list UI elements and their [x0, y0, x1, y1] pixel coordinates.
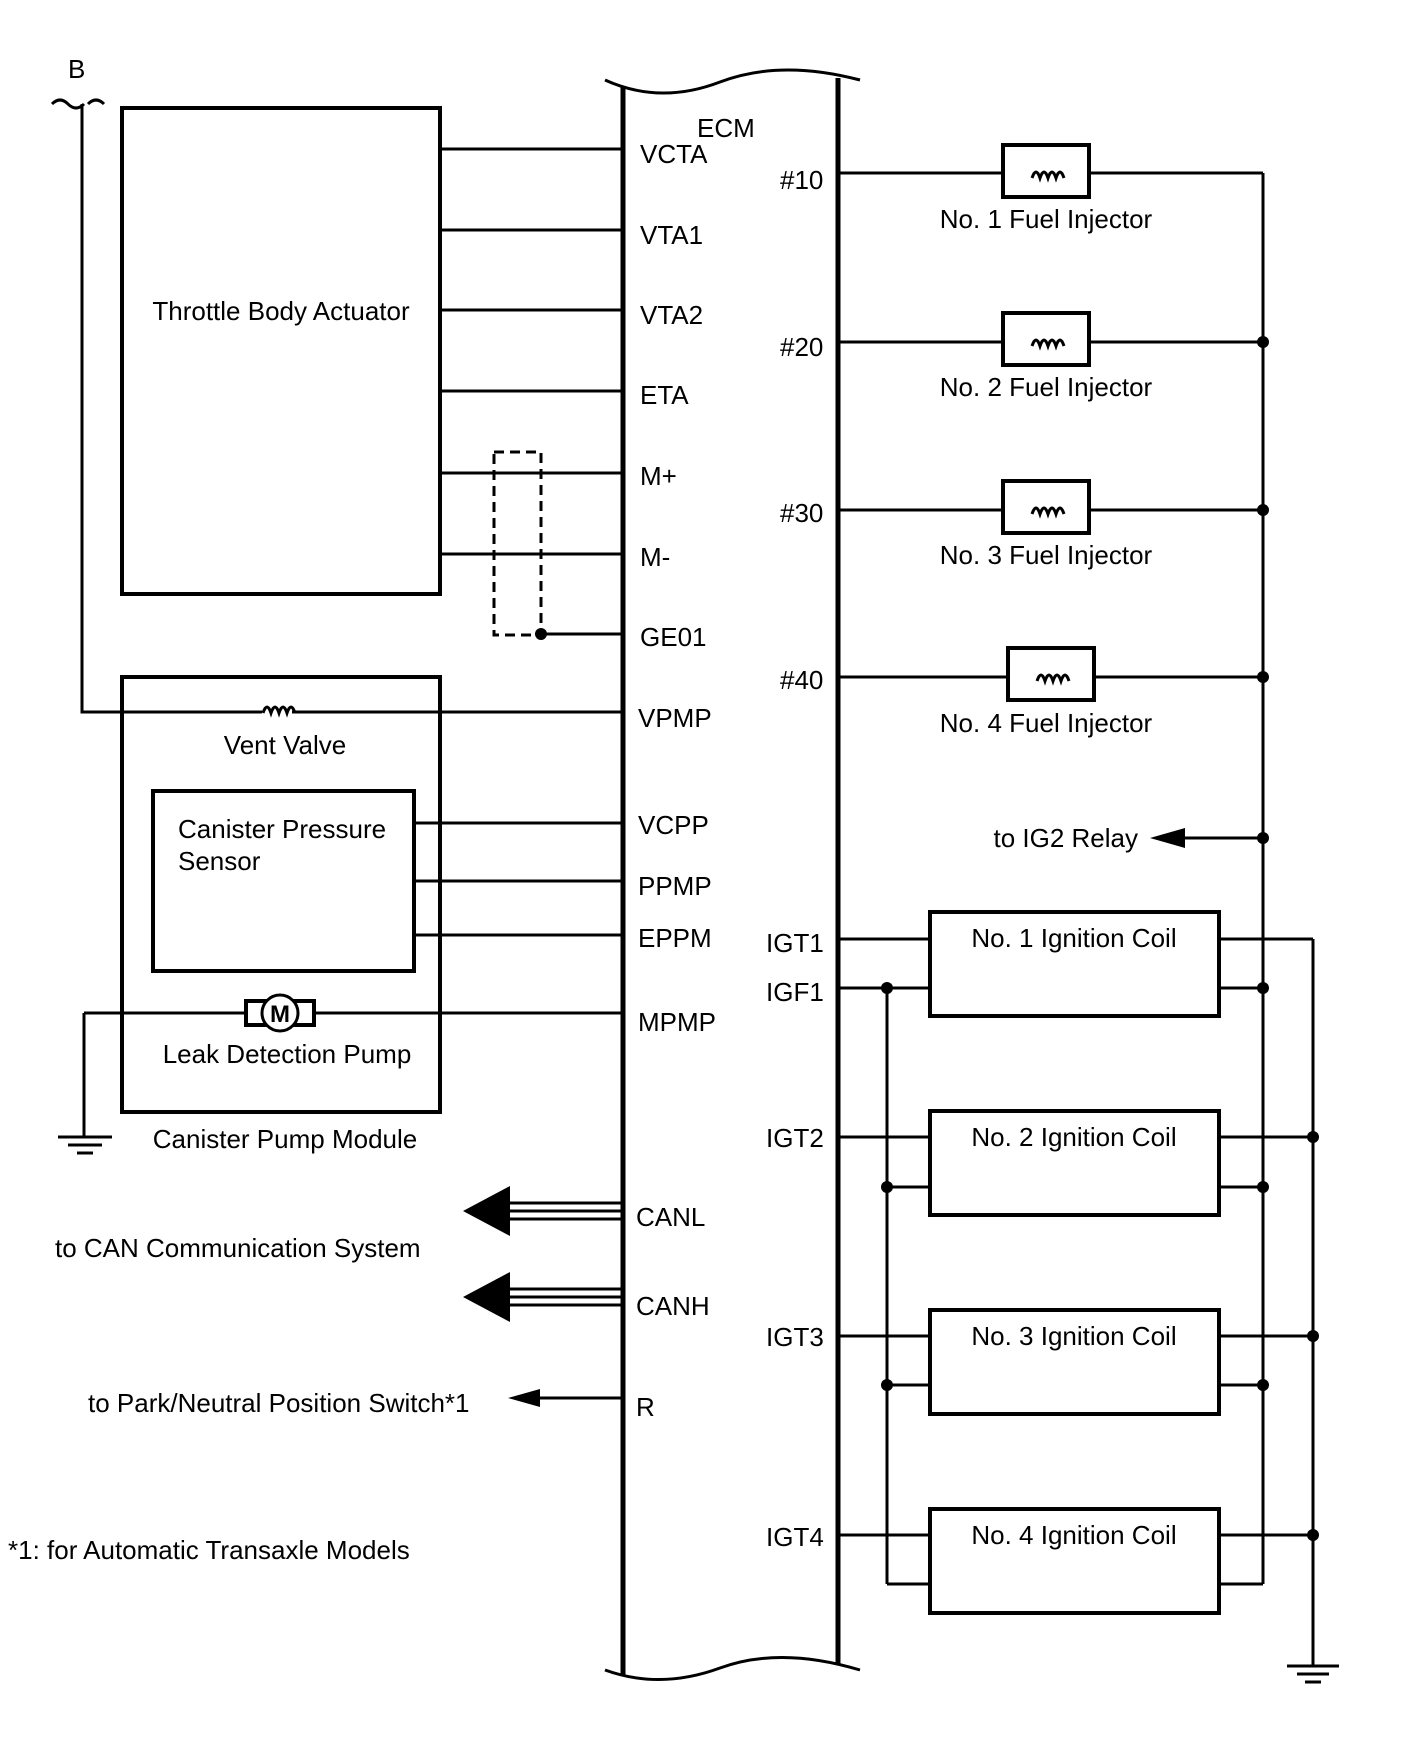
- pin-label: #30: [780, 498, 823, 528]
- solenoid-coil-icon: [1030, 170, 1066, 183]
- ecm-top-break: [604, 68, 861, 95]
- ignition-coil-2-box: [928, 1109, 1221, 1217]
- junction-dot-icon: [535, 628, 547, 640]
- pin-label: MPMP: [638, 1007, 716, 1037]
- junction-dot-icon: [1257, 1181, 1269, 1193]
- pressure-sensor-label-line2: Sensor: [178, 846, 261, 876]
- junction-dot-icon: [1257, 504, 1269, 516]
- junction-dot-icon: [1257, 982, 1269, 994]
- pin-label: EPPM: [638, 923, 712, 953]
- motor-icon: M: [244, 993, 316, 1033]
- leak-pump-label: Leak Detection Pump: [163, 1039, 412, 1069]
- junction-dot-icon: [1257, 832, 1269, 844]
- pin-label: IGF1: [766, 977, 824, 1007]
- pressure-sensor-label-line1: Canister Pressure: [178, 814, 386, 844]
- canister-pressure-sensor-box: [151, 789, 416, 973]
- pin-label: CANH: [636, 1291, 710, 1321]
- injector-circuit: No. 1 Fuel Injector No. 2 Fuel Injector …: [838, 143, 1269, 1584]
- pin-label: IGT1: [766, 928, 824, 958]
- connector-b-break: [86, 98, 106, 106]
- pin-label: M-: [640, 542, 670, 572]
- ecm-title: ECM: [697, 113, 755, 143]
- pin-label: R: [636, 1392, 655, 1422]
- injector-1-box: [1001, 143, 1091, 199]
- shield-dashed-box: [492, 450, 543, 637]
- can-system-label: to CAN Communication System: [55, 1233, 421, 1263]
- solenoid-coil-icon: [1030, 338, 1066, 351]
- injector-4-label: No. 4 Fuel Injector: [940, 708, 1153, 738]
- junction-dot-icon: [1307, 1529, 1319, 1541]
- ignition-coil-4-label: No. 4 Ignition Coil: [971, 1520, 1176, 1550]
- junction-dot-icon: [881, 1181, 893, 1193]
- throttle-body-box: [120, 106, 442, 596]
- junction-dot-icon: [1257, 336, 1269, 348]
- pin-label: PPMP: [638, 871, 712, 901]
- park-neutral-label: to Park/Neutral Position Switch*1: [88, 1388, 470, 1418]
- arrow-icon: [463, 1272, 510, 1322]
- ignition-coil-3-box: [928, 1308, 1221, 1416]
- pin-label: IGT4: [766, 1522, 824, 1552]
- vent-valve-label: Vent Valve: [224, 730, 346, 760]
- ecm-right-pins: #10 #20 #30 #40 IGT1 IGF1 IGT2 IGT3 IGT4: [766, 165, 824, 1552]
- junction-dot-icon: [881, 982, 893, 994]
- canister-pump-module-label: Canister Pump Module: [153, 1124, 417, 1154]
- pin-label: IGT2: [766, 1123, 824, 1153]
- arrow-icon: [463, 1186, 510, 1236]
- junction-dot-icon: [1257, 671, 1269, 683]
- ignition-coil-4-box: [928, 1507, 1221, 1615]
- ignition-circuit: No. 1 Ignition Coil No. 2 Ignition Coil …: [838, 910, 1339, 1684]
- pin-label: #20: [780, 332, 823, 362]
- pin-label: VTA1: [640, 220, 703, 250]
- junction-dot-icon: [1257, 1379, 1269, 1391]
- motor-symbol: M: [270, 1001, 290, 1028]
- park-neutral-line: to Park/Neutral Position Switch*1: [88, 1388, 623, 1418]
- pin-label: VCPP: [638, 810, 709, 840]
- pin-label: ETA: [640, 380, 689, 410]
- pin-label: CANL: [636, 1202, 705, 1232]
- ground-icon: [58, 1135, 112, 1155]
- ground-icon: [1287, 1664, 1339, 1684]
- ecm-left-pins: VCTA VTA1 VTA2 ETA M+ M- GE01 VPMP VCPP …: [636, 139, 716, 1422]
- pin-label: M+: [640, 461, 677, 491]
- connector-b-break: [50, 98, 86, 110]
- solenoid-coil-icon: [261, 701, 297, 718]
- solenoid-coil-icon: [1035, 673, 1071, 686]
- footnote: *1: for Automatic Transaxle Models: [8, 1535, 410, 1565]
- connector-b-label: B: [68, 54, 85, 84]
- injector-3-box: [1001, 479, 1091, 535]
- junction-dot-icon: [881, 1379, 893, 1391]
- pin-label: #40: [780, 665, 823, 695]
- throttle-body-label: Throttle Body Actuator: [152, 296, 410, 326]
- ignition-coil-2-label: No. 2 Ignition Coil: [971, 1122, 1176, 1152]
- pin-label: VPMP: [638, 703, 712, 733]
- pin-label: VCTA: [640, 139, 708, 169]
- ecm-bottom-break: [604, 1655, 861, 1682]
- junction-dot-icon: [1307, 1330, 1319, 1342]
- can-lines: to CAN Communication System: [55, 1186, 623, 1322]
- ignition-coil-3-label: No. 3 Ignition Coil: [971, 1321, 1176, 1351]
- injector-2-label: No. 2 Fuel Injector: [940, 372, 1153, 402]
- arrow-icon: [508, 1389, 540, 1407]
- pin-label: IGT3: [766, 1322, 824, 1352]
- injector-2-box: [1001, 311, 1091, 367]
- injector-3-label: No. 3 Fuel Injector: [940, 540, 1153, 570]
- ignition-coil-1-box: [928, 910, 1221, 1018]
- pin-label: VTA2: [640, 300, 703, 330]
- canister-pump-module: Vent Valve Canister Pressure Sensor M Le…: [58, 675, 623, 1155]
- junction-dot-icon: [1307, 1131, 1319, 1143]
- pin-label: GE01: [640, 622, 707, 652]
- injector-4-box: [1006, 646, 1096, 702]
- arrow-icon: [1150, 828, 1185, 848]
- throttle-body-actuator: Throttle Body Actuator: [120, 106, 623, 640]
- ignition-coil-1-label: No. 1 Ignition Coil: [971, 923, 1176, 953]
- ig2-relay-label: to IG2 Relay: [993, 823, 1138, 853]
- solenoid-coil-icon: [1030, 506, 1066, 519]
- injector-1-label: No. 1 Fuel Injector: [940, 204, 1153, 234]
- pin-label: #10: [780, 165, 823, 195]
